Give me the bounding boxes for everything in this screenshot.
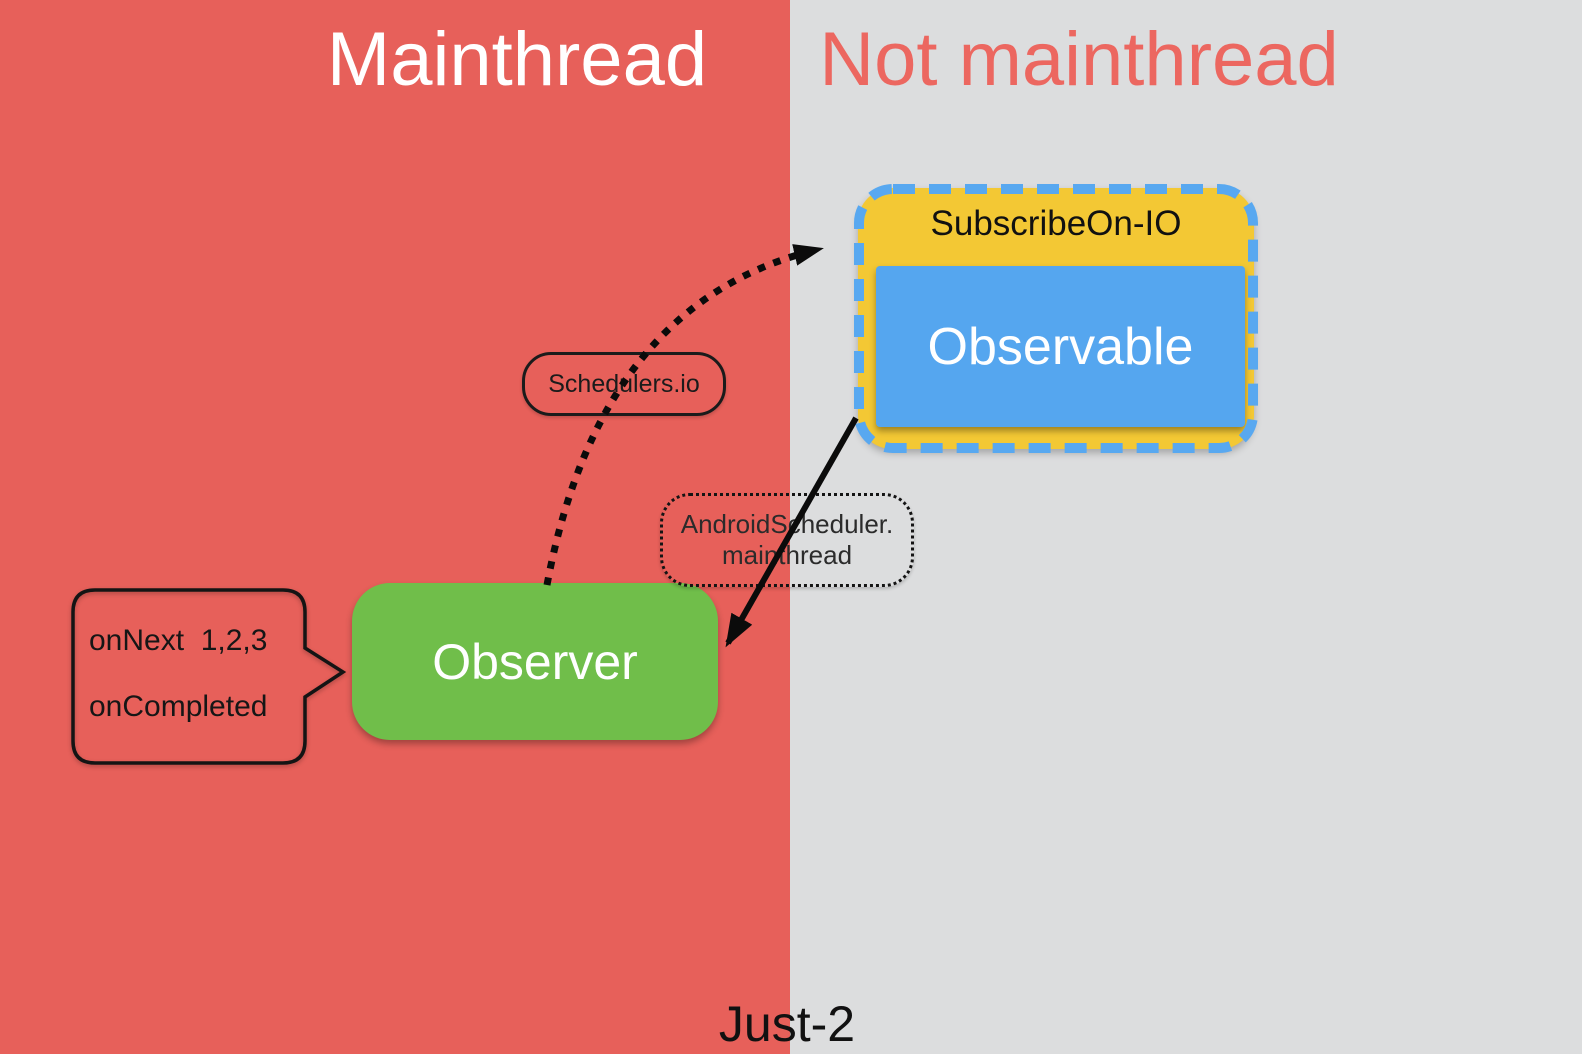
schedulers-io-tag: Schedulers.io xyxy=(522,352,726,416)
callout-oncompleted-text: onCompleted xyxy=(89,690,268,723)
observable-label: Observable xyxy=(927,317,1194,376)
subscribe-on-io-label: SubscribeOn-IO xyxy=(930,204,1182,243)
callout-onnext-text: onNext 1,2,3 xyxy=(89,624,268,657)
android-scheduler-label-line1: AndroidScheduler. xyxy=(680,509,894,539)
observer-box: Observer xyxy=(352,583,718,740)
observable-box: Observable xyxy=(876,266,1245,427)
android-scheduler-label-line2: mainthread xyxy=(721,540,853,570)
slide-caption: Just-2 xyxy=(718,996,856,1052)
schedulers-io-label: Schedulers.io xyxy=(548,369,700,398)
mainthread-title: Mainthread xyxy=(326,17,708,102)
not-mainthread-title: Not mainthread xyxy=(819,17,1339,102)
not-mainthread-panel xyxy=(790,0,1582,1054)
android-scheduler-tag: AndroidScheduler. mainthread xyxy=(660,493,914,587)
observer-label: Observer xyxy=(432,633,638,690)
subscribe-on-io-box: SubscribeOn-IO Observable xyxy=(858,188,1254,449)
